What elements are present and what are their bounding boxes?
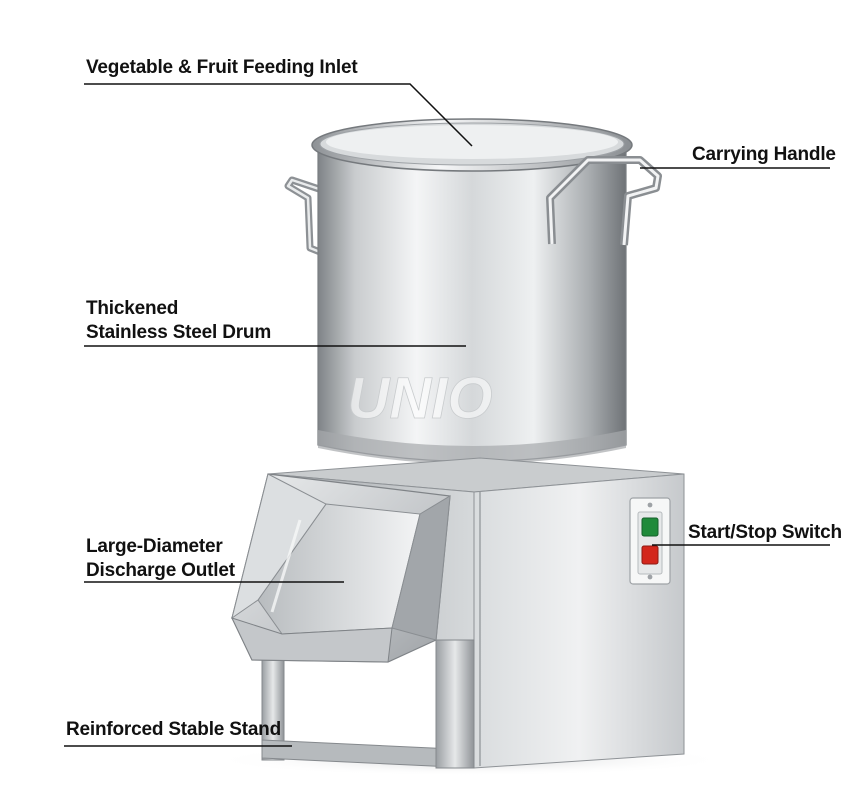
start-button	[641, 517, 659, 537]
start-stop-switch	[629, 497, 671, 585]
watermark: UNIO	[348, 366, 493, 431]
label-start-stop-switch: Start/Stop Switch	[688, 522, 842, 543]
inlet-leader	[84, 83, 473, 147]
label-discharge-outlet-line1: Large-Diameter	[86, 536, 223, 557]
stainless-steel-drum: UNIO	[284, 118, 662, 464]
leader-lines	[64, 83, 830, 747]
label-discharge-outlet-line2: Discharge Outlet	[86, 560, 235, 581]
left-handle	[284, 176, 324, 256]
label-feeding-inlet: Vegetable & Fruit Feeding Inlet	[86, 57, 358, 78]
stop-button	[641, 545, 659, 565]
label-steel-drum: Thickened Stainless Steel Drum	[86, 297, 271, 345]
label-steel-drum-line2: Stainless Steel Drum	[86, 322, 272, 343]
label-steel-drum-line1: Thickened	[86, 298, 179, 319]
reinforced-stand	[261, 639, 475, 769]
label-stable-stand: Reinforced Stable Stand	[66, 719, 281, 740]
label-carrying-handle: Carrying Handle	[692, 144, 836, 165]
label-discharge-outlet: Large-Diameter Discharge Outlet	[86, 535, 235, 583]
discharge-outlet	[231, 473, 451, 663]
